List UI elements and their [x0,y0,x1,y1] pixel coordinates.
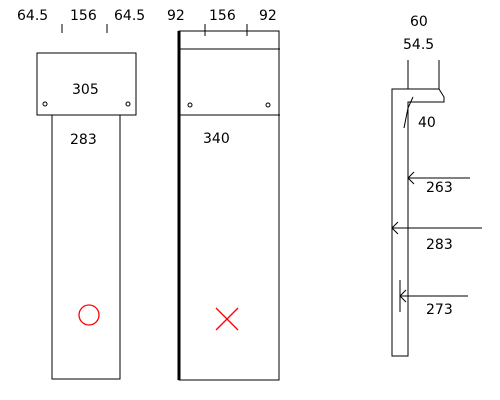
side-view-bend-leader [403,96,414,129]
side-view-profile [391,88,445,357]
left-panel-hole-left [42,101,48,107]
left-panel-body-edge [51,114,121,380]
side-view-upper-arrow [407,171,415,185]
left-dim-left: 64.5 [17,8,48,24]
middle-dim-mid: 156 [209,8,236,24]
side-dim-lower: 273 [426,302,453,318]
middle-dim-right: 92 [259,8,277,24]
left-panel: 64.5 156 64.5 305 283 [17,8,145,380]
middle-panel-hole-right [265,102,271,108]
side-dim-bend: 40 [418,115,436,131]
middle-dim-left: 92 [167,8,185,24]
side-view: 60 54.5 40 263 283 273 [391,14,482,357]
side-dim-middle: 283 [426,237,453,253]
left-dim-mid: 156 [70,8,97,24]
middle-panel-cross-mark [215,307,239,331]
left-panel-circle-mark [78,304,100,326]
side-dim-upper: 263 [426,180,453,196]
side-dim-top: 60 [410,14,428,30]
left-dim-body: 283 [70,132,97,148]
left-dim-right: 64.5 [114,8,145,24]
left-panel-hole-right [125,101,131,107]
middle-panel: 92 156 92 340 [167,8,280,381]
middle-panel-body [178,30,280,381]
side-view-middle-arrow [391,221,399,235]
middle-panel-hole-left [187,102,193,108]
side-view-lower-arrow [399,289,407,303]
left-dim-plate: 305 [72,82,99,98]
middle-dim-body: 340 [203,131,230,147]
side-dim-flange: 54.5 [403,37,434,53]
